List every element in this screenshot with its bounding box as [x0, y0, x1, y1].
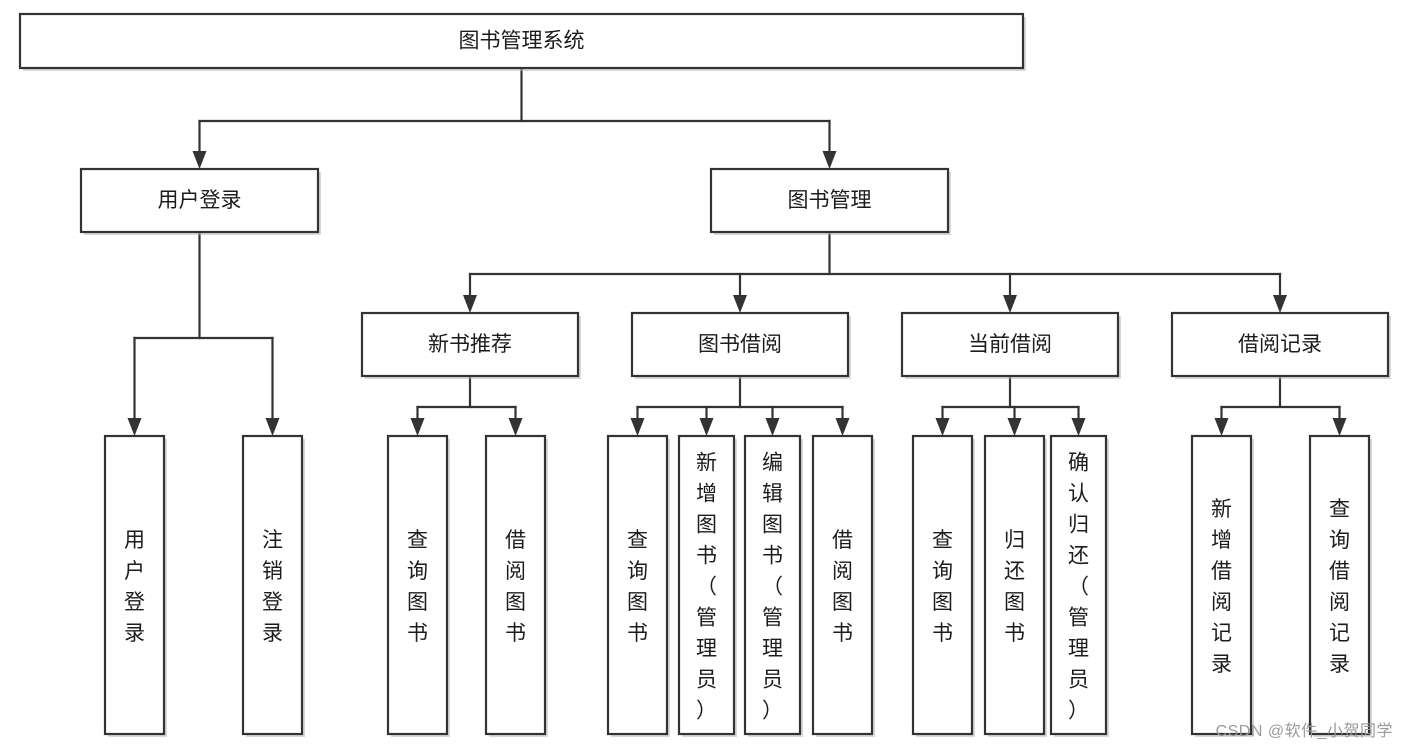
node-border	[18, 12, 1025, 70]
node-n-book-mgmt[interactable]: 图书管理	[709, 167, 951, 235]
node-label: 图书管理系统	[459, 30, 585, 53]
node-l-rec-borrow[interactable]: 借阅图书	[484, 434, 548, 737]
node-label: 确认归还（管理员）	[1068, 452, 1089, 723]
edge-group	[630, 374, 850, 436]
arrow-head-icon	[265, 418, 280, 436]
arrow-head-icon	[935, 418, 950, 436]
node-root[interactable]: 图书管理系统	[18, 12, 1026, 71]
node-border	[630, 311, 850, 378]
arrow-head-icon	[508, 418, 523, 436]
node-label: 查询借阅记录	[1329, 498, 1350, 676]
node-l-rec-query[interactable]: 查询图书	[386, 434, 450, 737]
node-l-cb-confirm[interactable]: 确认归还（管理员）	[1049, 434, 1109, 737]
arrow-head-icon	[1214, 418, 1229, 436]
arrow-head-icon	[835, 418, 850, 436]
edge-group	[935, 374, 1086, 436]
arrow-head-icon	[699, 418, 714, 436]
node-border	[241, 434, 304, 736]
node-border	[709, 167, 950, 234]
node-l-bb-add[interactable]: 新增图书（管理员）	[677, 434, 737, 737]
node-n-current-borrow[interactable]: 当前借阅	[900, 311, 1121, 379]
node-border	[484, 434, 547, 736]
edge-group	[192, 66, 837, 169]
node-label: 当前借阅	[968, 333, 1052, 356]
node-label: 查询图书	[932, 529, 953, 645]
arrow-head-icon	[1332, 418, 1347, 436]
edge-group	[463, 230, 1287, 313]
arrow-head-icon	[410, 418, 425, 436]
node-l-bb-borrow[interactable]: 借阅图书	[811, 434, 875, 737]
node-label: 新增图书（管理员）	[696, 452, 717, 723]
edge-group	[410, 374, 523, 436]
arrow-head-icon	[1071, 418, 1086, 436]
arrow-head-icon	[1273, 295, 1287, 313]
nodes-layer: 图书管理系统用户登录图书管理新书推荐图书借阅当前借阅借阅记录用户登录注销登录查询…	[18, 12, 1391, 737]
arrow-head-icon	[765, 418, 780, 436]
node-label: 新增借阅记录	[1211, 498, 1232, 676]
node-n-borrow-record[interactable]: 借阅记录	[1170, 311, 1391, 379]
node-border	[811, 434, 874, 736]
node-border	[983, 434, 1046, 736]
node-border	[386, 434, 449, 736]
arrow-head-icon	[463, 295, 477, 313]
node-label: 图书借阅	[698, 333, 782, 356]
node-l-br-query[interactable]: 查询借阅记录	[1308, 434, 1372, 737]
node-border	[1308, 434, 1371, 736]
arrow-head-icon	[822, 151, 837, 169]
node-border	[677, 434, 736, 736]
node-n-new-book-rec[interactable]: 新书推荐	[360, 311, 581, 379]
node-label: 归还图书	[1004, 529, 1025, 645]
arrow-head-icon	[630, 418, 645, 436]
node-l-br-add[interactable]: 新增借阅记录	[1190, 434, 1254, 737]
arrow-head-icon	[1007, 418, 1022, 436]
node-label: 编辑图书（管理员）	[762, 452, 783, 723]
arrow-head-icon	[127, 418, 142, 436]
edges-layer	[127, 66, 1347, 436]
node-label: 用户登录	[158, 189, 242, 212]
node-border	[900, 311, 1120, 378]
arrow-head-icon	[1003, 295, 1017, 313]
node-border	[1170, 311, 1390, 378]
node-label: 图书管理	[788, 189, 872, 212]
node-l-bb-query[interactable]: 查询图书	[606, 434, 670, 737]
arrow-head-icon	[192, 151, 207, 169]
node-label: 查询图书	[627, 529, 648, 645]
node-border	[1049, 434, 1108, 736]
node-label: 注销登录	[262, 529, 283, 645]
node-n-book-borrow[interactable]: 图书借阅	[630, 311, 851, 379]
node-l-user-login[interactable]: 用户登录	[103, 434, 167, 737]
node-label: 借阅图书	[832, 529, 853, 645]
node-border	[79, 167, 320, 234]
edge-group	[127, 230, 280, 436]
node-l-cb-query[interactable]: 查询图书	[911, 434, 975, 737]
watermark-text: CSDN @软件_小贺同学	[1215, 723, 1393, 740]
node-label: 查询图书	[407, 529, 428, 645]
node-border	[103, 434, 166, 736]
node-l-logout[interactable]: 注销登录	[241, 434, 305, 737]
node-label: 借阅记录	[1238, 333, 1322, 356]
node-border	[360, 311, 580, 378]
node-border	[911, 434, 974, 736]
node-n-user-login[interactable]: 用户登录	[79, 167, 321, 235]
node-l-cb-return[interactable]: 归还图书	[983, 434, 1047, 737]
node-label: 新书推荐	[428, 333, 512, 356]
node-border	[743, 434, 802, 736]
arrow-head-icon	[733, 295, 747, 313]
node-label: 用户登录	[124, 529, 145, 645]
node-l-bb-edit[interactable]: 编辑图书（管理员）	[743, 434, 803, 737]
node-label: 借阅图书	[505, 529, 526, 645]
node-border	[606, 434, 669, 736]
edge-group	[1214, 374, 1347, 436]
node-border	[1190, 434, 1253, 736]
